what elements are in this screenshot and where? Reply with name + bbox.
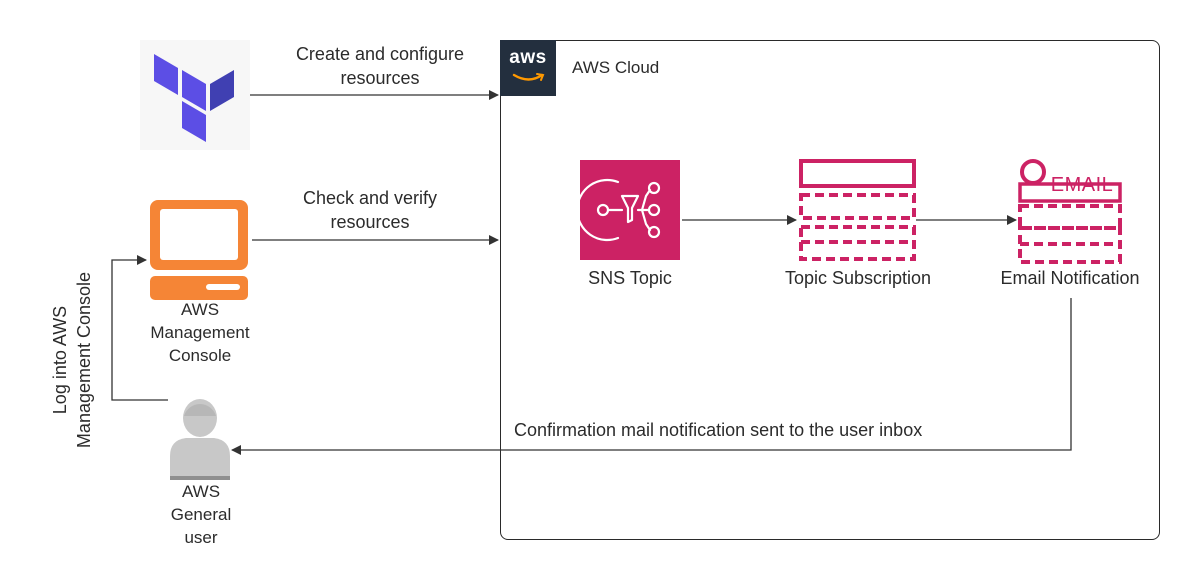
sns-icon: [580, 160, 680, 260]
console-label: AWS Management Console: [150, 300, 250, 365]
aws-logo-text: aws: [509, 47, 547, 68]
user-label: AWS General user: [170, 482, 232, 547]
user-icon: [170, 399, 230, 480]
email-notification-label: Email Notification: [1000, 268, 1140, 288]
email-tag: EMAIL: [1050, 174, 1114, 196]
email-icon: [1018, 159, 1122, 264]
aws-logo-icon: aws: [500, 40, 556, 96]
computer-icon: [150, 200, 248, 300]
topic-subscription-label: Topic Subscription: [784, 268, 932, 288]
arrow-email-to-user: [231, 298, 1072, 455]
aws-cloud-group: [500, 40, 1160, 540]
sns-topic-label: SNS Topic: [588, 268, 672, 288]
confirmation-edge-label: Confirmation mail notification sent to t…: [514, 420, 923, 440]
check-edge-label: Check and verify resources: [302, 188, 438, 232]
aws-cloud-title: AWS Cloud: [572, 58, 660, 77]
create-edge-label: Create and configure resources: [295, 44, 465, 88]
subscription-icon: [799, 159, 916, 261]
arrow-user-to-console: [111, 255, 168, 401]
terraform-logo-icon: [140, 40, 250, 150]
